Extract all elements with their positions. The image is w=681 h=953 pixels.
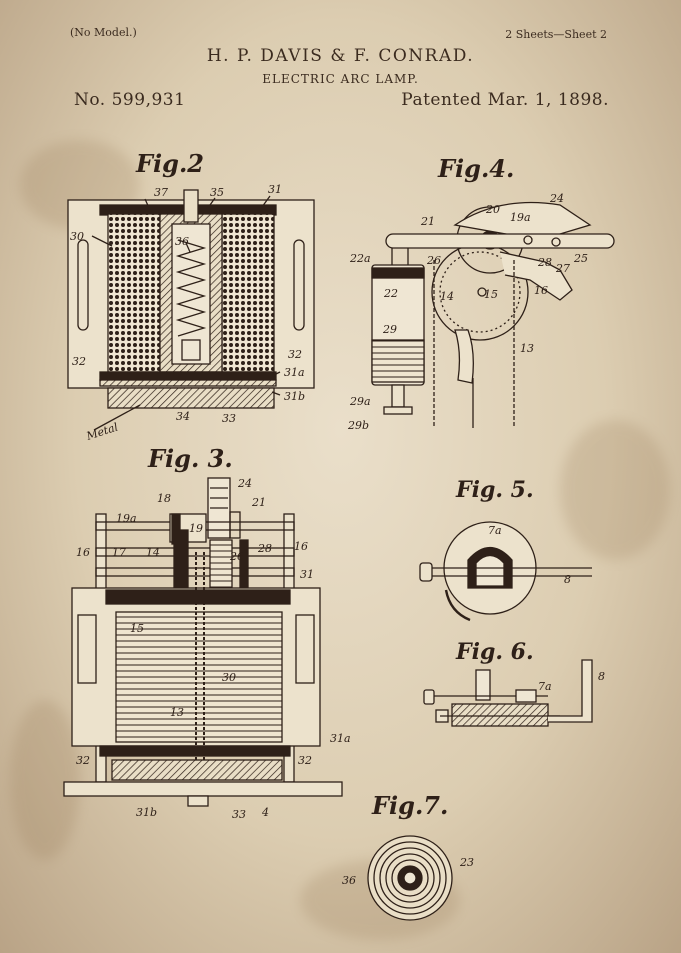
fig4-label-25: 25	[573, 252, 588, 265]
fig2-label-31b: 31b	[284, 390, 305, 403]
fig2-label-31a: 31a	[284, 366, 305, 379]
fig2-label-metal: Metal	[84, 420, 120, 443]
fig4-label-14: 14	[440, 290, 454, 303]
fig5-label-7a: 7a	[488, 524, 502, 537]
fig6-label-8: 8	[598, 670, 605, 683]
figure-3: Fig. 3.	[63, 444, 343, 807]
fig2-label-31: 31	[268, 183, 282, 196]
fig4-label-15: 15	[484, 288, 498, 301]
fig5-title: Fig. 5.	[455, 477, 534, 503]
fig4-label-16: 16	[534, 284, 548, 297]
fig4-title: Fig.4.	[437, 154, 514, 183]
fig3-label-31a: 31a	[330, 732, 351, 745]
figure-5: Fig. 5.	[419, 477, 592, 622]
fig2-label-36: 36	[175, 235, 189, 248]
fig2-label-32-left: 32	[72, 355, 86, 368]
fig3-label-28: 28	[257, 542, 272, 555]
fig3-label-31b: 31b	[136, 806, 157, 819]
figure-6: Fig. 6.	[423, 639, 593, 727]
fig4-label-28: 28	[537, 256, 552, 269]
fig2-label-37: 37	[154, 186, 168, 199]
fig4-label-29: 29	[382, 323, 397, 336]
fig3-label-4: 4	[261, 806, 269, 819]
fig3-label-13: 13	[170, 706, 184, 719]
fig3-label-32-right: 32	[298, 754, 312, 767]
fig3-label-17: 17	[112, 546, 126, 559]
fig3-label-21: 21	[251, 496, 266, 509]
fig3-label-16-right: 16	[294, 540, 308, 553]
fig2-label-35: 35	[210, 186, 224, 199]
fig2-title: Fig.2	[135, 149, 204, 178]
fig4-label-22: 22	[383, 287, 398, 300]
fig7-title: Fig.7.	[371, 791, 448, 820]
fig4-label-27: 27	[555, 262, 570, 275]
fig3-label-19: 19	[189, 522, 203, 535]
inventors-heading: H. P. DAVIS & F. CONRAD.	[206, 46, 475, 66]
patent-number: No. 599,931	[74, 90, 186, 110]
fig3-title: Fig. 3.	[147, 444, 233, 473]
fig3-label-31: 31	[300, 568, 314, 581]
figure-4: Fig.4.	[371, 154, 615, 428]
figure-7: Fig.7.	[367, 791, 453, 921]
fig3-label-18: 18	[157, 492, 171, 505]
fig7-label-23: 23	[459, 856, 474, 869]
patent-title: ELECTRIC ARC LAMP.	[262, 72, 419, 86]
fig7-label-36: 36	[342, 874, 356, 887]
fig2-label-32-right: 32	[288, 348, 302, 361]
fig3-label-26: 26	[229, 550, 244, 563]
fig5-label-8: 8	[564, 573, 571, 586]
fig4-label-24: 24	[549, 192, 564, 205]
fig2-label-30: 30	[70, 230, 84, 243]
fig3-label-14: 14	[146, 546, 160, 559]
fig3-label-32-left: 32	[76, 754, 90, 767]
fig2-label-33: 33	[222, 412, 236, 425]
fig6-label-7a: 7a	[538, 680, 552, 693]
fig6-title: Fig. 6.	[455, 639, 534, 665]
fig4-label-20: 20	[485, 203, 500, 216]
no-model-note: (No Model.)	[70, 26, 137, 39]
fig4-label-29b: 29b	[347, 419, 369, 432]
fig3-label-24: 24	[237, 477, 252, 490]
fig3-label-19a: 19a	[116, 512, 137, 525]
fig4-label-26: 26	[426, 254, 441, 267]
figure-2: Fig.2	[67, 149, 315, 431]
patented-date: Patented Mar. 1, 1898.	[401, 90, 609, 110]
fig3-label-16-left: 16	[76, 546, 90, 559]
fig2-label-34: 34	[176, 410, 190, 423]
fig4-label-21: 21	[420, 215, 435, 228]
fig3-label-30: 30	[222, 671, 236, 684]
sheet-number: 2 Sheets—Sheet 2	[505, 28, 607, 41]
fig4-label-19a: 19a	[510, 211, 531, 224]
fig4-label-22a: 22a	[349, 252, 371, 265]
fig3-label-15: 15	[130, 622, 144, 635]
fig4-label-13: 13	[520, 342, 534, 355]
fig4-label-29a: 29a	[349, 395, 371, 408]
fig3-label-33: 33	[232, 808, 246, 821]
